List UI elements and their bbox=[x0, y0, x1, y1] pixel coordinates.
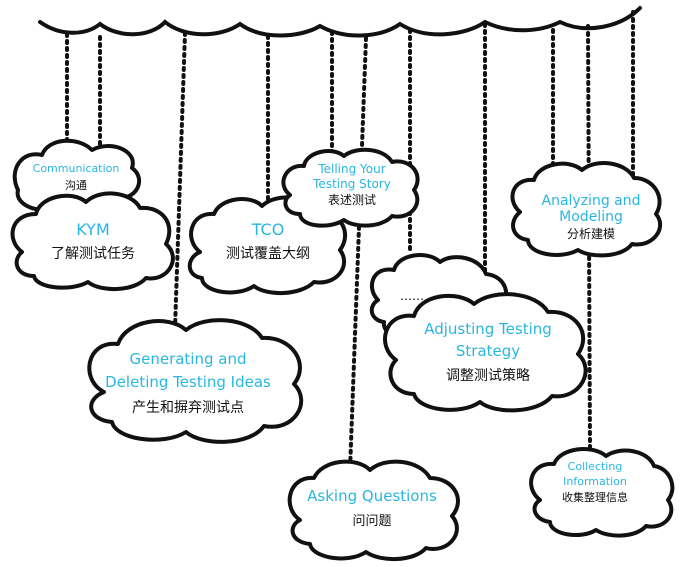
collecting-en-line1: Collecting bbox=[568, 460, 623, 473]
asking-zh: 问问题 bbox=[352, 514, 391, 529]
generating-en-line2: Deleting Testing Ideas bbox=[105, 373, 271, 391]
cloud-asking bbox=[287, 459, 460, 562]
asking-en: Asking Questions bbox=[307, 487, 437, 505]
kym-en: KYM bbox=[76, 220, 110, 239]
cloud-generating bbox=[87, 318, 304, 444]
adjusting-zh: 调整测试策略 bbox=[446, 367, 530, 384]
telling-en-line1: Telling Your bbox=[317, 162, 385, 176]
generating-en-line1: Generating and bbox=[129, 350, 246, 368]
analyzing-en-line2: Modeling bbox=[559, 209, 623, 225]
cloud-analyzing bbox=[510, 161, 663, 258]
top-cloud-line bbox=[38, 6, 642, 38]
collecting-en-line2: Information bbox=[563, 475, 627, 488]
collecting-zh: 收集整理信息 bbox=[562, 490, 628, 504]
communication-en: Communication bbox=[33, 162, 120, 175]
telling-en-line2: Testing Story bbox=[312, 177, 391, 191]
communication-zh: 沟通 bbox=[65, 179, 87, 192]
tco-en: TCO bbox=[251, 220, 285, 239]
analyzing-en-line1: Analyzing and bbox=[542, 193, 641, 209]
cloud-adjusting bbox=[383, 292, 588, 413]
adjusting-en-line1: Adjusting Testing bbox=[424, 320, 552, 338]
cloud-collecting bbox=[529, 447, 675, 538]
string-asking bbox=[348, 36, 368, 472]
kym-zh: 了解测试任务 bbox=[51, 246, 135, 262]
cloud-telling bbox=[281, 147, 420, 228]
analyzing-zh: 分析建模 bbox=[567, 227, 615, 241]
adjusting-en-line2: Strategy bbox=[456, 342, 520, 360]
generating-zh: 产生和摒弃测试点 bbox=[132, 400, 244, 416]
telling-zh: 表述测试 bbox=[328, 192, 376, 207]
ellipsis-text: …… bbox=[400, 289, 424, 303]
string-generating bbox=[173, 31, 187, 330]
cloud-kym bbox=[10, 191, 175, 292]
tco-zh: 测试覆盖大纲 bbox=[226, 246, 310, 262]
